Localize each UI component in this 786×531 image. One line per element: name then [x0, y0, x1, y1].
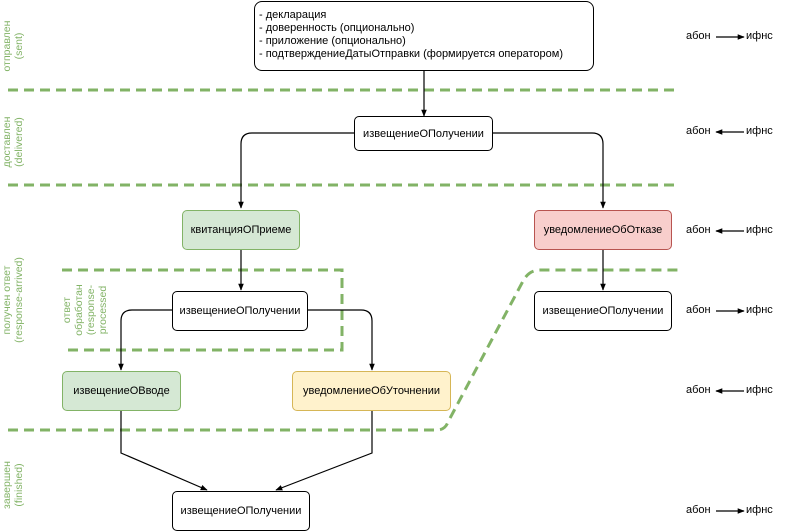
- node-delivered-notice-label: извещениеОПолучении: [363, 127, 484, 140]
- node-rejection-receipt-notice: извещениеОПолучении: [534, 291, 672, 331]
- start-node-documents: - декларация - доверенность (опционально…: [254, 1, 594, 71]
- node-input-notice-label: извещениеОВводе: [73, 385, 170, 397]
- start-node-line-1: - декларация: [259, 9, 327, 21]
- party-subscriber-finished: абон: [686, 504, 711, 516]
- node-delivered-notice: извещениеОПолучении: [354, 116, 493, 151]
- party-tax-office-rejection-notice: ифнс: [746, 304, 773, 316]
- party-subscriber-rejection-notice: абон: [686, 304, 711, 316]
- node-acceptance-receipt-label: квитанцияОПриеме: [190, 224, 292, 236]
- edge-input-to-finished: [120, 410, 208, 491]
- edge-clarification-to-finished: [275, 410, 373, 491]
- node-clarification-notice-label: уведомлениеОбУточнении: [303, 385, 440, 397]
- party-subscriber-input: абон: [686, 384, 711, 396]
- party-tax-office-input: ифнс: [746, 384, 773, 396]
- start-node-line-2: - доверенность (опционально): [259, 22, 415, 34]
- party-subscriber-delivered: абон: [686, 125, 711, 137]
- node-finished-notice-label: извещениеОПолучении: [180, 505, 302, 517]
- start-node-line-4: - подтверждениеДатыОтправки (формируется…: [259, 48, 563, 60]
- node-rejection-notice: уведомлениеОбОтказе: [534, 210, 672, 250]
- party-subscriber-sent: абон: [686, 30, 711, 42]
- stage-label-response-arrived: получен ответ (response-arrived): [1, 257, 25, 343]
- node-processed-notice-label: извещениеОПолучении: [179, 305, 301, 317]
- stage-label-finished: завершен (finished): [1, 461, 25, 509]
- node-rejection-receipt-notice-label: извещениеОПолучении: [542, 305, 664, 317]
- node-processed-notice: извещениеОПолучении: [172, 291, 308, 331]
- start-node-line-3: - приложение (опционально): [259, 35, 406, 47]
- node-finished-notice: извещениеОПолучении: [172, 491, 310, 531]
- node-acceptance-receipt: квитанцияОПриеме: [182, 210, 300, 250]
- node-input-notice: извещениеОВводе: [62, 371, 181, 411]
- stage-separator-finished: [8, 268, 680, 432]
- edge-delivered-to-rejection: [493, 132, 606, 209]
- party-tax-office-finished: ифнс: [746, 504, 773, 516]
- edge-processed-to-clarification: [308, 309, 375, 371]
- edge-delivered-to-acceptance: [238, 132, 354, 209]
- node-clarification-notice: уведомлениеОбУточнении: [292, 371, 451, 411]
- party-tax-office-response: ифнс: [746, 224, 773, 236]
- edge-processed-to-input: [118, 309, 172, 371]
- party-subscriber-response: абон: [686, 224, 711, 236]
- stage-label-response-processed: ответ обработан (response- processed: [61, 284, 109, 336]
- stage-label-sent: отправлен (sent): [1, 20, 25, 72]
- party-tax-office-delivered: ифнс: [746, 125, 773, 137]
- node-rejection-notice-label: уведомлениеОбОтказе: [543, 224, 663, 236]
- party-tax-office-sent: ифнс: [746, 30, 773, 42]
- stage-label-delivered: доставлен (delivered): [1, 116, 25, 168]
